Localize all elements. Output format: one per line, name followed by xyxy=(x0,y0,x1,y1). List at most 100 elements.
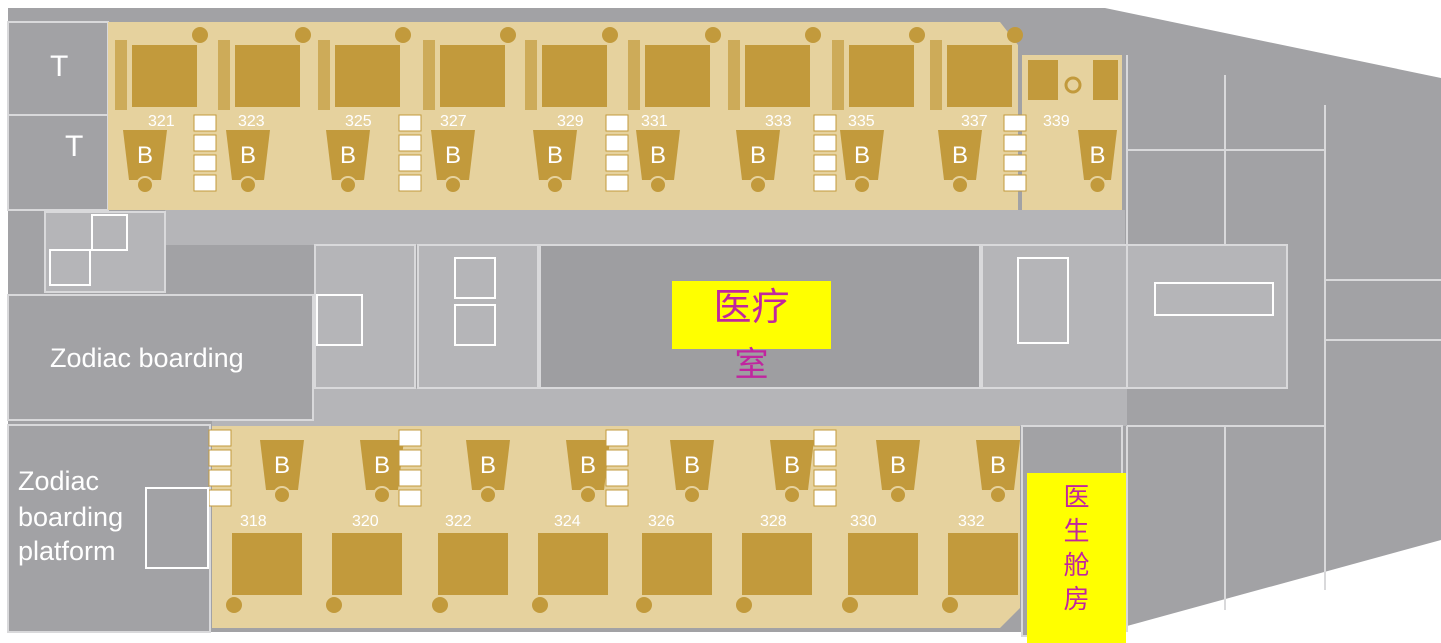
bath-cell xyxy=(813,469,837,487)
stair-left xyxy=(44,211,166,293)
stair-block-2 xyxy=(417,244,539,389)
bed-label: B xyxy=(890,452,906,479)
chair xyxy=(889,486,907,504)
lamp xyxy=(736,597,752,613)
bed-label: B xyxy=(240,142,256,169)
cabin-number: 322 xyxy=(445,513,472,530)
bed-label: B xyxy=(580,452,596,479)
cabin-number: 329 xyxy=(557,113,584,130)
lamp xyxy=(326,597,342,613)
chair xyxy=(373,486,391,504)
wardrobe xyxy=(423,40,435,110)
doctor-cabin-char: 医 xyxy=(1063,483,1090,513)
bed xyxy=(1078,130,1117,180)
wardrobe xyxy=(318,40,330,110)
bed xyxy=(976,440,1020,490)
stair-block-1 xyxy=(314,244,416,389)
bed-label: B xyxy=(137,142,153,169)
sofa xyxy=(742,533,812,595)
chair xyxy=(749,176,767,194)
doctor-cabin-char: 房 xyxy=(1063,585,1090,615)
cabin-number: 323 xyxy=(238,113,265,130)
bath-cell xyxy=(813,114,837,132)
chair xyxy=(683,486,701,504)
bath-cell xyxy=(605,429,629,447)
wardrobe xyxy=(525,40,537,110)
bed-label: B xyxy=(684,452,700,479)
bed-label: B xyxy=(445,142,461,169)
chair xyxy=(783,486,801,504)
cabin-number: 332 xyxy=(958,513,985,530)
bed xyxy=(466,440,510,490)
sofa xyxy=(542,45,607,107)
zodiac-platform-line-2: boarding xyxy=(18,502,124,532)
sofa xyxy=(849,45,914,107)
sofa xyxy=(235,45,300,107)
cabin-number: 324 xyxy=(554,513,581,530)
bath-cell xyxy=(398,154,422,172)
lamp xyxy=(532,597,548,613)
bath-cell xyxy=(1003,154,1027,172)
bath-cell xyxy=(398,114,422,132)
wardrobe xyxy=(115,40,127,110)
chair xyxy=(444,176,462,194)
sofa xyxy=(438,533,508,595)
bath-cell xyxy=(398,134,422,152)
bath-cell xyxy=(1003,134,1027,152)
lamp xyxy=(805,27,821,43)
sink xyxy=(1064,76,1082,94)
bath-cell xyxy=(605,449,629,467)
bed-label: B xyxy=(952,142,968,169)
lamp xyxy=(192,27,208,43)
lamp xyxy=(295,27,311,43)
bath-cell xyxy=(813,174,837,192)
toilet-room-2 xyxy=(7,114,109,211)
bed-label: B xyxy=(374,452,390,479)
bed-label: B xyxy=(1089,142,1105,169)
bed-label: B xyxy=(547,142,563,169)
lamp xyxy=(226,597,242,613)
sofa xyxy=(335,45,400,107)
cabin-number: 328 xyxy=(760,513,787,530)
bed-label: B xyxy=(480,452,496,479)
bath-cell xyxy=(605,154,629,172)
lamp xyxy=(636,597,652,613)
bed-label: B xyxy=(750,142,766,169)
chair xyxy=(479,486,497,504)
bed xyxy=(876,440,920,490)
sofa xyxy=(1028,60,1058,100)
cabin-number: 333 xyxy=(765,113,792,130)
medical-room-label: 医疗 xyxy=(672,281,831,349)
chair xyxy=(136,176,154,194)
cabin-number: 325 xyxy=(345,113,372,130)
zodiac-boarding-label: Zodiac boarding xyxy=(50,343,244,373)
bed xyxy=(840,130,884,180)
wardrobe xyxy=(218,40,230,110)
sofa xyxy=(132,45,197,107)
bath-cell xyxy=(813,154,837,172)
cabin-number: 320 xyxy=(352,513,379,530)
bed xyxy=(938,130,982,180)
bath-cell xyxy=(208,489,232,507)
toilet-room-1 xyxy=(7,21,109,116)
sofa xyxy=(332,533,402,595)
sofa xyxy=(848,533,918,595)
lamp xyxy=(602,27,618,43)
chair xyxy=(239,176,257,194)
chair xyxy=(339,176,357,194)
bath-cell xyxy=(813,429,837,447)
sofa xyxy=(642,533,712,595)
bed-label: B xyxy=(854,142,870,169)
zodiac-platform-area xyxy=(7,424,211,633)
sofa xyxy=(745,45,810,107)
lamp xyxy=(1007,27,1023,43)
chair xyxy=(649,176,667,194)
sofa xyxy=(645,45,710,107)
bed-label: B xyxy=(650,142,666,169)
bath-cell xyxy=(1003,114,1027,132)
lower-corridor xyxy=(212,388,1127,426)
wardrobe xyxy=(832,40,844,110)
